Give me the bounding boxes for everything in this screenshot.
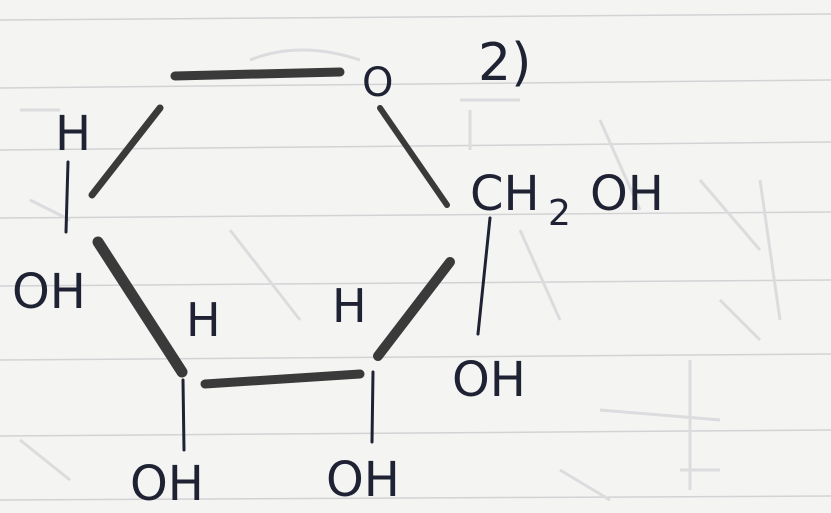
bond-c3-oh: [370, 370, 375, 444]
ghost-stroke: [599, 298, 762, 422]
rule-line: [0, 13, 831, 21]
ghost-stroke: [20, 108, 71, 222]
substituent-bonds: [64, 160, 492, 452]
bond-top: [170, 67, 345, 81]
bond-lower-left: [92, 236, 188, 378]
c4-h-label: H: [186, 293, 221, 347]
ghost-stroke: [598, 119, 642, 211]
bond-c1-h-oh: [64, 160, 70, 234]
rule-line: [0, 141, 831, 151]
c1-oh-label: OH: [12, 264, 86, 320]
ruled-lines: [0, 13, 831, 501]
ch2oh-label: CH: [470, 166, 540, 222]
bond-upper-left: [88, 104, 164, 199]
ghost-stroke: [460, 98, 520, 150]
ghost-stroke: [680, 360, 720, 490]
bond-c4-oh: [181, 378, 186, 452]
c3-oh-label: OH: [326, 452, 400, 508]
ghost-stroke: [19, 438, 611, 502]
c1-h-label: H: [55, 106, 91, 162]
rule-line: [0, 79, 831, 89]
bond-lower-right: [373, 257, 455, 361]
c3-h-label: H: [332, 279, 367, 333]
c4-oh-label: OH: [130, 456, 204, 512]
rule-line: [0, 495, 831, 501]
note-number: 2): [478, 33, 531, 93]
show-through-marks: [19, 48, 782, 502]
rule-line: [0, 279, 831, 287]
bond-upper-right: [377, 105, 450, 208]
ch2oh-subscript: 2: [548, 193, 571, 234]
rule-line: [0, 353, 831, 361]
ring-oxygen-label: O: [362, 60, 393, 106]
c2-oh-label: OH: [452, 352, 526, 408]
rule-line: [0, 211, 831, 219]
ghost-stroke: [228, 229, 562, 321]
ghost-stroke: [249, 48, 361, 62]
bond-bottom: [200, 369, 365, 389]
ch2oh-tail-label: OH: [590, 166, 664, 222]
ghost-stroke: [698, 179, 782, 321]
ring-bonds: [88, 67, 455, 389]
rule-line: [0, 429, 831, 437]
bond-ch2oh-oh: [476, 216, 492, 336]
